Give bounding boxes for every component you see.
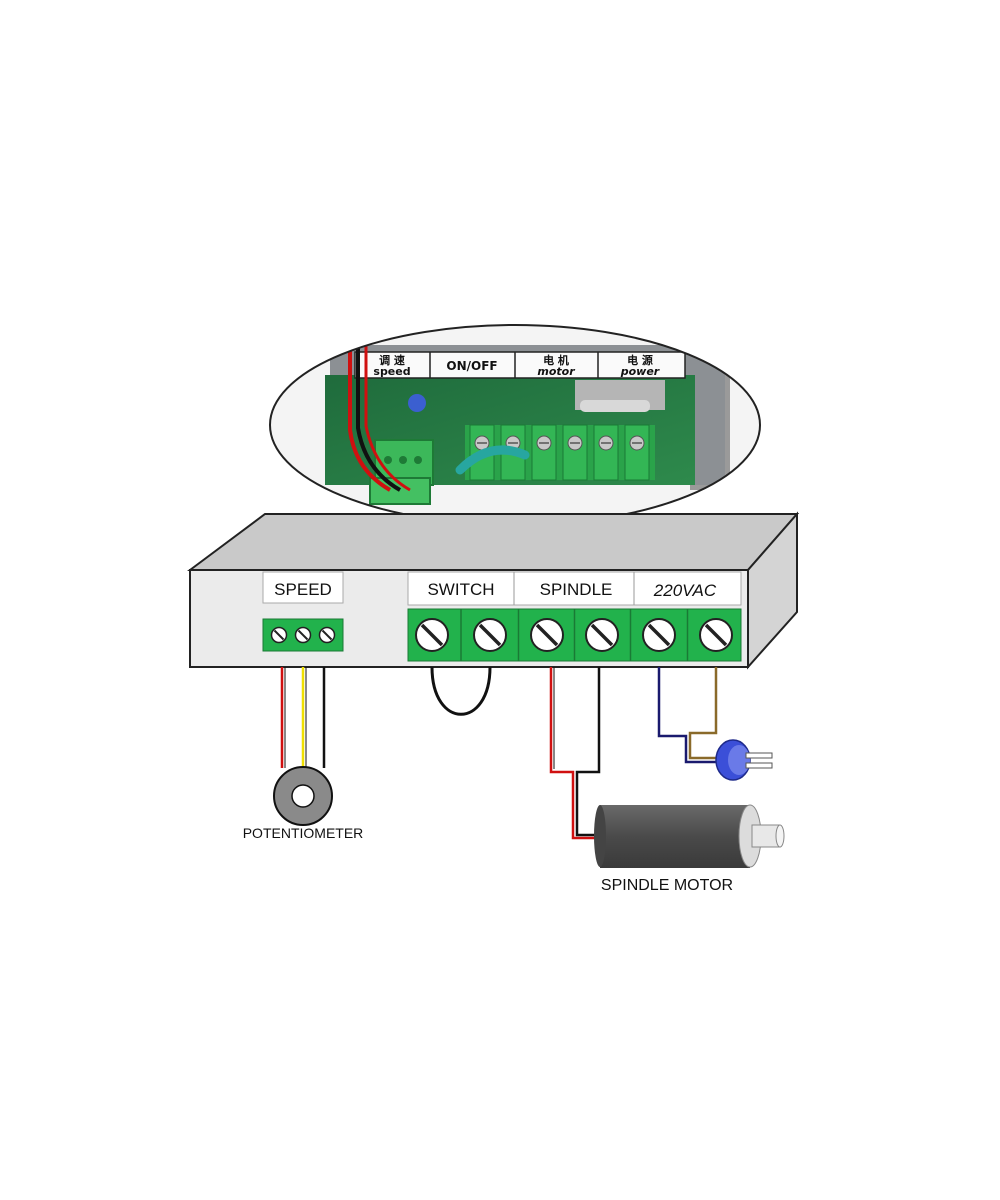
spindle-motor-label: SPINDLE MOTOR — [601, 877, 733, 894]
pcb-label-cn: 电 源 — [627, 353, 653, 367]
pcb-label-cn: 调 速 — [379, 353, 405, 367]
box-top-face — [186, 513, 800, 571]
power-wire-blue — [657, 667, 716, 764]
pcb-label-cn: 电 机 — [543, 353, 569, 367]
pcb-label-strip — [354, 351, 686, 379]
controller-box: SPEED SWITCH SPINDLE 220VAC — [186, 511, 800, 670]
pcb-label-en: ON/OFF — [446, 359, 497, 373]
power-label: 220VAC — [653, 581, 717, 600]
speed-label-box — [262, 571, 344, 604]
power-switch — [715, 739, 773, 781]
spindle-wire-red — [549, 667, 600, 840]
pcb-capacitor — [455, 445, 530, 475]
speed-label: SPEED — [274, 580, 332, 599]
pcb-label-en: speed — [373, 365, 410, 378]
pcb-label-en: power — [620, 365, 660, 378]
spindle-motor: SPINDLE MOTOR — [594, 804, 785, 894]
potentiometer-label: POTENTIOMETER — [243, 825, 364, 841]
potentiometer: POTENTIOMETER — [243, 766, 364, 841]
switch-label: SWITCH — [427, 580, 494, 599]
pcb-trimmer — [408, 394, 426, 412]
spindle-wire-black — [575, 667, 601, 837]
potentiometer-shaft — [291, 784, 315, 808]
spindle-label: SPINDLE — [540, 580, 613, 599]
pcb-label-en: motor — [537, 365, 575, 378]
switch-jumper-wire — [430, 666, 492, 716]
motor-body — [600, 805, 750, 868]
terminal-label-strip — [407, 571, 742, 606]
wiring — [280, 666, 718, 840]
power-wire-brown — [688, 667, 718, 760]
